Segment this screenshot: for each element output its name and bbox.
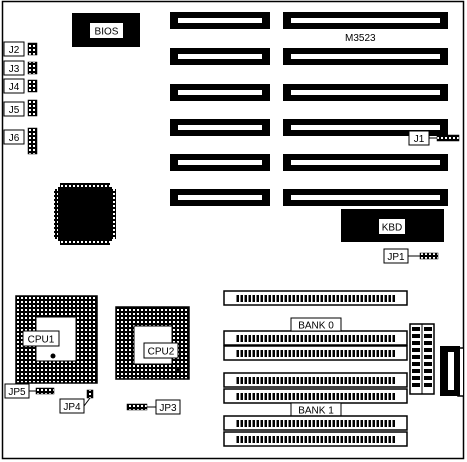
jp5-jumper: JP5	[4, 383, 55, 399]
cpu1-label: CPU1	[28, 335, 55, 346]
j5-label: J5	[9, 105, 20, 116]
j3-label: J3	[9, 64, 20, 75]
simm-bank-1: BANK 1	[223, 372, 408, 447]
j4-label: J4	[9, 82, 20, 93]
j1-jumper: J1	[408, 130, 460, 146]
keyboard-connector: KBD	[341, 209, 444, 242]
jp3-label: JP3	[159, 403, 177, 414]
jp1-jumper: JP1	[383, 248, 439, 264]
bios-label: BIOS	[95, 27, 119, 38]
cpu1-socket: CPU1	[15, 295, 98, 384]
jp3-jumper: JP3	[126, 399, 181, 415]
j6-label: J6	[9, 133, 20, 144]
power-connector	[409, 323, 435, 395]
bank0-label: BANK 0	[298, 321, 334, 332]
j1-label: J1	[414, 134, 425, 145]
j2-jumper: J2	[3, 41, 38, 57]
j2-label: J2	[9, 45, 20, 56]
kbd-label: KBD	[382, 223, 403, 234]
model-label: M3523	[345, 33, 376, 44]
simm-bank-0: BANK 0	[223, 290, 408, 361]
j4-jumper: J4	[3, 78, 38, 94]
jp1-label: JP1	[387, 252, 405, 263]
jp4-label: JP4	[63, 402, 81, 413]
expansion-slots-left	[170, 12, 270, 206]
bank1-label: BANK 1	[298, 406, 334, 417]
chipset-ic	[54, 183, 116, 245]
jp5-label: JP5	[8, 387, 26, 398]
cpu2-label: CPU2	[148, 347, 175, 358]
jp4-jumper: JP4	[59, 389, 94, 414]
bios-chip: BIOS	[72, 13, 140, 47]
j6-jumper: J6	[3, 127, 38, 155]
j3-jumper: J3	[3, 60, 38, 76]
cpu2-socket: CPU2	[115, 306, 190, 380]
expansion-slots-right	[283, 12, 448, 206]
j5-jumper: J5	[3, 99, 38, 117]
